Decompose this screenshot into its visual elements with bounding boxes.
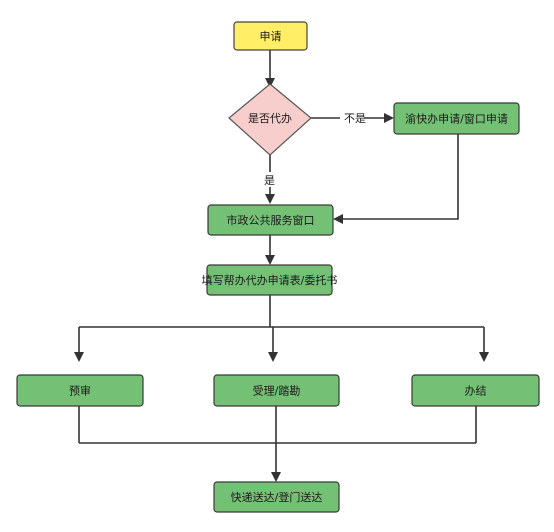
edge-label-bg-no bbox=[340, 110, 364, 125]
node-pre-review-label: 预审 bbox=[69, 384, 91, 398]
node-online-window-label: 渝快办申请/窗口申请 bbox=[405, 112, 508, 126]
node-service-window-label: 市政公共服务窗口 bbox=[227, 213, 315, 227]
node-apply: 申请 bbox=[233, 21, 308, 51]
edge-label-bg-yes bbox=[262, 172, 278, 187]
edge-label-no: 不是 bbox=[344, 112, 366, 125]
node-complete: 办结 bbox=[411, 374, 540, 407]
node-apply-label: 申请 bbox=[260, 30, 282, 43]
node-fill-form-label: 填写帮办代办申请表/委托书 bbox=[202, 273, 338, 287]
node-service-window: 市政公共服务窗口 bbox=[207, 204, 334, 236]
node-pre-review: 预审 bbox=[16, 374, 144, 407]
node-complete-label: 办结 bbox=[465, 385, 487, 398]
node-fill-form: 填写帮办代办申请表/委托书 bbox=[202, 264, 338, 296]
node-decision: 是否代办 bbox=[228, 83, 312, 156]
node-online-window: 渝快办申请/窗口申请 bbox=[393, 102, 520, 135]
node-delivery: 快递送达/登门送达 bbox=[213, 481, 340, 513]
node-accept-survey: 受理/踏勘 bbox=[213, 374, 340, 407]
edge-label-yes: 是 bbox=[264, 174, 275, 187]
edges bbox=[74, 50, 489, 482]
node-decision-label: 是否代办 bbox=[248, 112, 292, 125]
node-delivery-label: 快递送达/登门送达 bbox=[231, 490, 323, 504]
node-accept-survey-label: 受理/踏勘 bbox=[253, 384, 301, 398]
edge-online-to-service bbox=[333, 134, 459, 224]
